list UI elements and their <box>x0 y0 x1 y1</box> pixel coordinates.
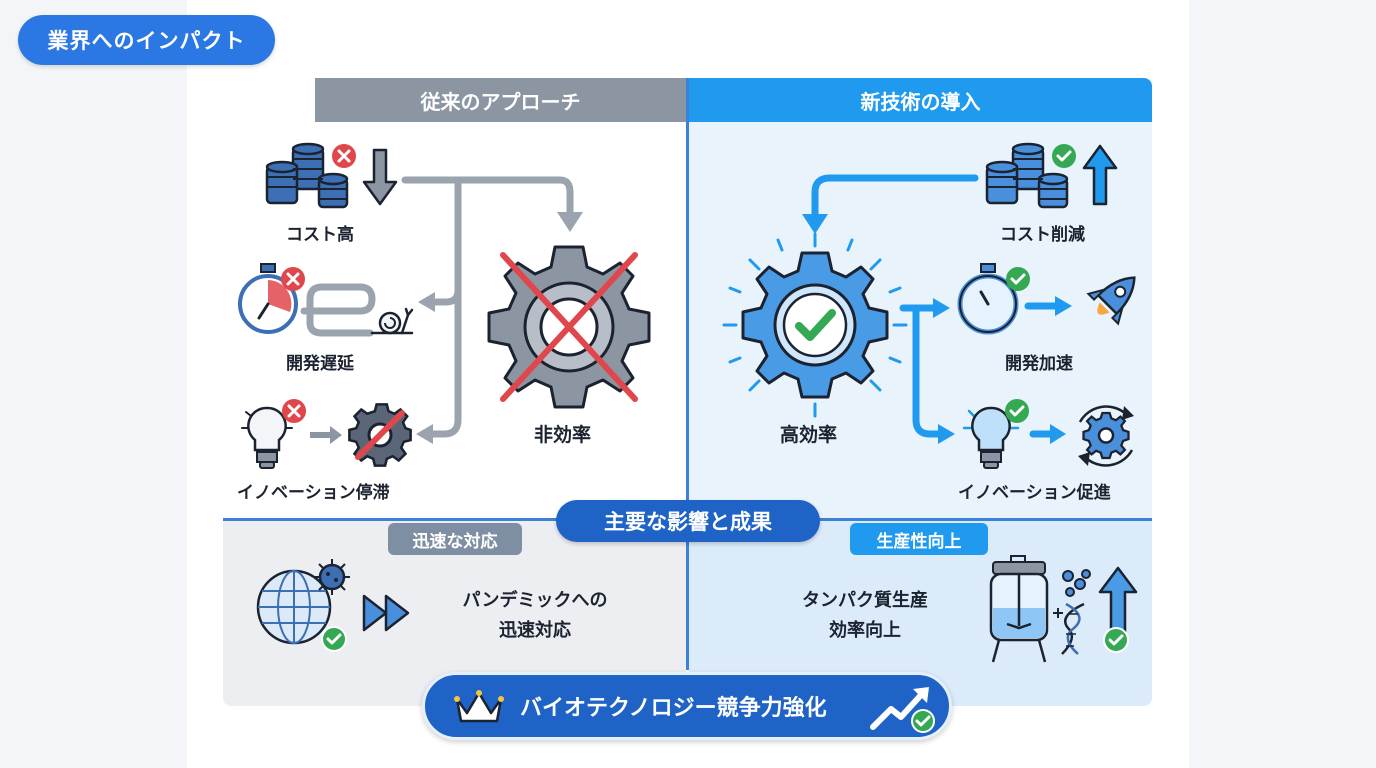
protein-production-text: タンパク質生産 効率向上 <box>770 586 960 646</box>
dev-delay-label: 開発遅延 <box>286 354 354 374</box>
innovation-stagnation-label: イノベーション停滞 <box>237 483 390 503</box>
gear-cycle-icon <box>1078 405 1134 467</box>
competitiveness-text: バイオテクノロジー競争力強化 <box>520 696 827 721</box>
new-tech-header: 新技術の導入 <box>689 78 1152 122</box>
winding-path-icon <box>300 283 376 337</box>
growth-arrow-icon <box>1098 566 1138 653</box>
pandemic-line-2: 迅速対応 <box>499 620 571 641</box>
stopwatch-icon <box>957 263 1019 335</box>
coins-icon <box>985 142 1069 209</box>
check-icon <box>1052 144 1076 168</box>
protein-line-2: 効率向上 <box>829 620 901 641</box>
crown-icon <box>454 690 504 723</box>
fast-forward-icon <box>362 594 410 632</box>
dev-acceleration-label: 開発加速 <box>1005 354 1073 374</box>
trend-up-icon <box>870 687 935 733</box>
rapid-response-tag: 迅速な対応 <box>388 523 522 555</box>
bioreactor-icon <box>989 555 1049 663</box>
snail-icon <box>370 307 414 335</box>
competitiveness-banner: バイオテクノロジー競争力強化 <box>422 672 952 740</box>
traditional-header: 従来のアプローチ <box>315 78 686 122</box>
rocket-icon <box>1086 276 1136 326</box>
stopwatch-icon <box>238 263 298 334</box>
check-icon <box>1005 399 1029 423</box>
arrow-down-icon <box>362 148 398 206</box>
error-x-icon <box>282 399 306 423</box>
arrow-right-icon <box>310 426 342 444</box>
lightbulb-icon <box>241 406 293 469</box>
cost-reduction-label: コスト削減 <box>1000 225 1085 245</box>
globe-virus-icon <box>256 559 350 652</box>
arrow-up-icon <box>1082 144 1118 206</box>
page-title: 業界へのインパクト <box>18 15 275 65</box>
blocked-gear-icon <box>348 403 412 467</box>
coins-icon <box>265 142 349 209</box>
key-impact-pill: 主要な影響と成果 <box>556 500 820 542</box>
pandemic-line-1: パンデミックへの <box>462 590 608 611</box>
inefficient-gear-icon <box>487 245 651 409</box>
vertical-divider <box>686 78 689 670</box>
check-icon <box>1006 267 1030 291</box>
error-x-icon <box>332 144 356 168</box>
inefficiency-label: 非効率 <box>534 424 592 446</box>
innovation-promotion-label: イノベーション促進 <box>958 483 1111 503</box>
productivity-tag: 生産性向上 <box>850 523 988 555</box>
error-x-icon <box>281 267 305 291</box>
protein-line-1: タンパク質生産 <box>802 590 928 611</box>
cost-high-label: コスト高 <box>286 225 354 245</box>
pandemic-response-text: パンデミックへの 迅速対応 <box>430 586 640 646</box>
efficient-gear-icon <box>722 232 908 418</box>
dna-molecule-icon <box>1053 569 1091 655</box>
high-efficiency-label: 高効率 <box>780 424 838 446</box>
